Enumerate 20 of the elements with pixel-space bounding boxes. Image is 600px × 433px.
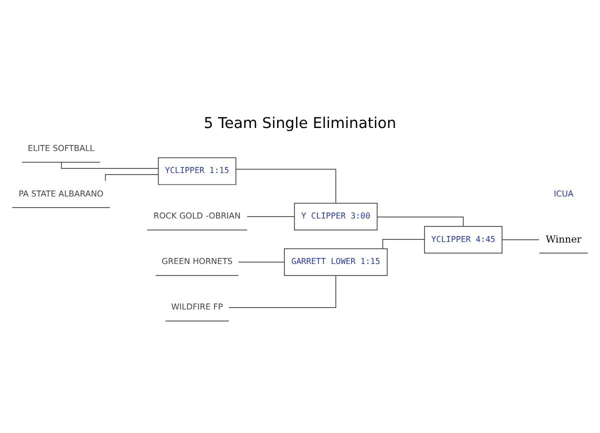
connector: [502, 238, 540, 240]
label: ICUA: [554, 188, 574, 198]
node-text: Winner: [546, 234, 582, 245]
node-text: WILDFIRE FP: [171, 301, 223, 312]
node-text: ELITE SOFTBALL: [28, 142, 94, 152]
diagram-title: 5 Team Single Elimination: [204, 113, 396, 132]
node-text: ROCK GOLD -OBRIAN: [154, 210, 241, 220]
connector: [238, 261, 285, 262]
node-text: PA STATE ALBARANO: [18, 188, 104, 198]
connector: [61, 161, 159, 168]
node-box: GARRETT LOWER 1:15: [284, 248, 388, 276]
connector: [228, 274, 336, 308]
node-box: YCLIPPER 4:45: [424, 225, 502, 254]
node-text: GREEN HORNETS: [162, 256, 233, 266]
connector: [376, 216, 464, 226]
connector: [105, 174, 159, 181]
connector: [236, 168, 336, 204]
connector: [382, 238, 425, 248]
node-box: Y CLIPPER 3:00: [294, 202, 378, 230]
node-box: YCLIPPER 1:15: [158, 156, 236, 184]
